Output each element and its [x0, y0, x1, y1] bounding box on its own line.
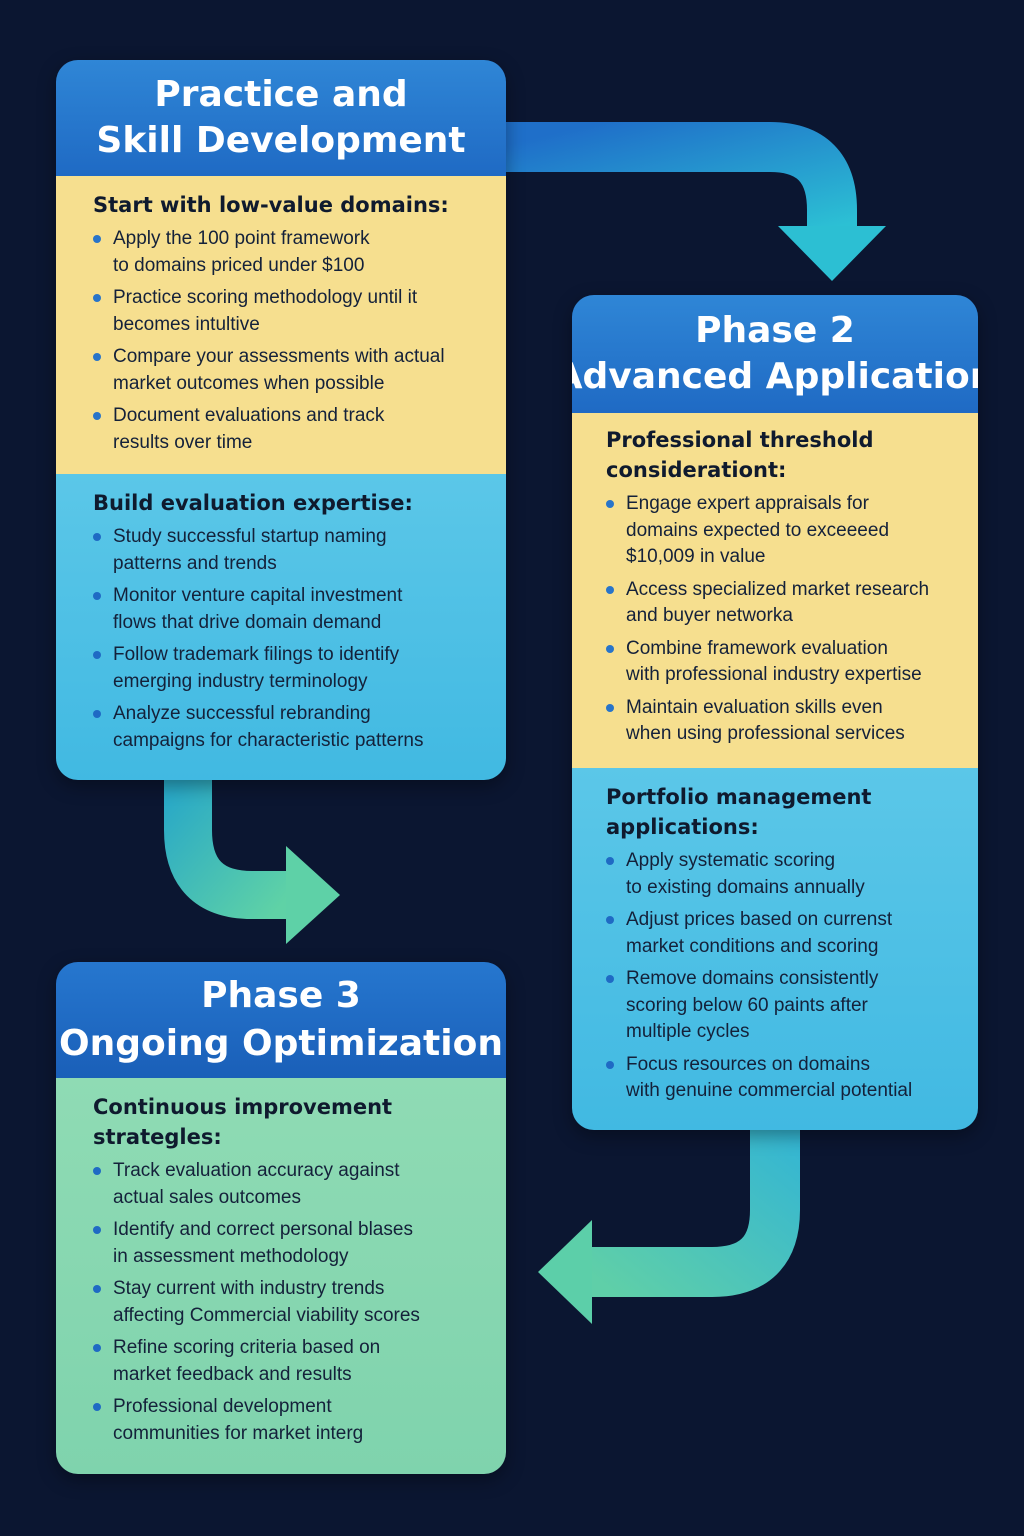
bullet-dot-icon	[93, 710, 101, 718]
bullet-dot-icon	[606, 857, 614, 865]
bullet-dot-icon	[93, 651, 101, 659]
arrow-phase2-to-phase3	[538, 1125, 800, 1324]
arrow-phase1-to-phase3	[164, 776, 340, 944]
bullet-dot-icon	[93, 533, 101, 541]
bullet-dot-icon	[93, 1167, 101, 1175]
phase3-card: Phase 3 Ongoing Optimization Continuous …	[56, 962, 506, 1474]
bullet-dot-icon	[93, 235, 101, 243]
bullet-dot-icon	[606, 975, 614, 983]
phase3-title-line1: Phase 3	[201, 975, 361, 1016]
phase1-title-line1: Practice and	[154, 74, 408, 115]
bullet-dot-icon	[93, 1403, 101, 1411]
phase2-title-line2: Advanced Application	[572, 356, 978, 397]
section-heading: Build evaluation expertise:	[93, 491, 413, 515]
phase2-card: Phase 2 Advanced Application Professiona…	[572, 295, 978, 1130]
phase1-section-expertise: Build evaluation expertise: Study succes…	[56, 474, 506, 780]
bullet-dot-icon	[93, 353, 101, 361]
phase1-title-line2: Skill Development	[96, 120, 466, 161]
bullet-dot-icon	[93, 412, 101, 420]
bullet-dot-icon	[93, 1344, 101, 1352]
arrow-phase1-to-phase2	[500, 122, 886, 281]
phase1-header: Practice and Skill Development	[56, 60, 506, 176]
phase1-card: Practice and Skill Development Start wit…	[56, 60, 506, 780]
bullet-dot-icon	[606, 1060, 614, 1069]
bullet-dot-icon	[606, 644, 614, 653]
phase2-header: Phase 2 Advanced Application	[572, 295, 978, 413]
bullet-dot-icon	[93, 592, 101, 600]
bullet-dot-icon	[93, 1285, 101, 1293]
bullet-dot-icon	[606, 916, 614, 924]
phase3-header: Phase 3 Ongoing Optimization	[56, 962, 506, 1078]
bullet-dot-icon	[606, 585, 614, 594]
bullet-dot-icon	[93, 294, 101, 302]
phase2-title-line1: Phase 2	[695, 310, 855, 351]
phase3-title-line2: Ongoing Optimization	[59, 1023, 503, 1064]
bullet-dot-icon	[606, 500, 614, 508]
section-heading: Start with low-value domains:	[93, 193, 449, 217]
phase1-section-low-value: Start with low-value domains: Apply the …	[56, 176, 506, 474]
bullet-dot-icon	[93, 1226, 101, 1234]
bullet-dot-icon	[606, 703, 614, 712]
